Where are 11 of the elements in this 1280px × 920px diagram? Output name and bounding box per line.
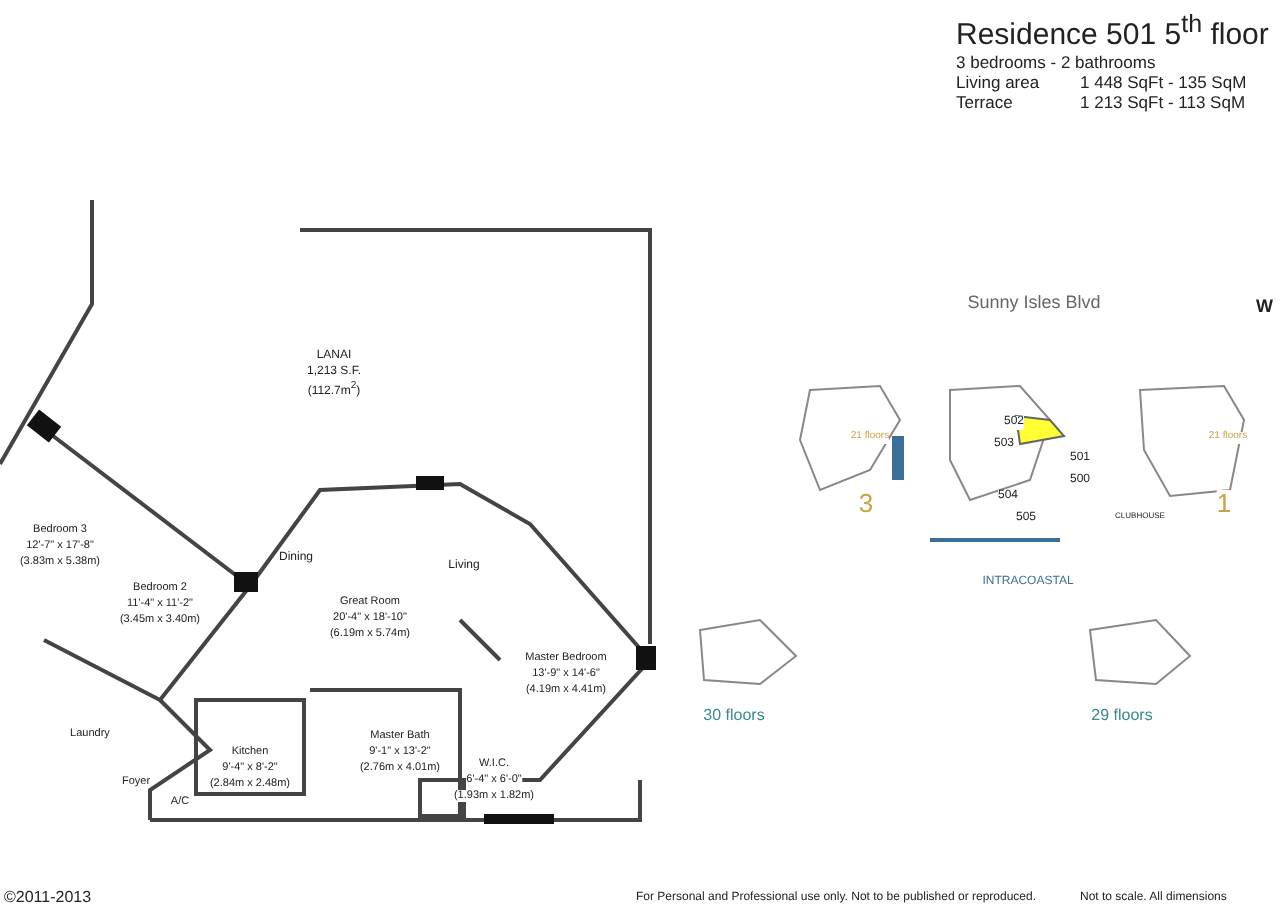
floor-count: 29 floors	[1091, 708, 1153, 726]
area-label: Living area	[956, 74, 1040, 93]
floor-count: 30 floors	[703, 708, 765, 726]
street-name: Sunny Isles Blvd	[967, 294, 1101, 314]
area-value: 1 448 SqFt - 135 SqM	[1080, 74, 1247, 93]
area-label: Terrace	[956, 94, 1013, 113]
compass-letter: W	[1256, 298, 1273, 318]
building-number: 3	[858, 490, 874, 519]
area-value: 1 213 SqFt - 113 SqM	[1080, 94, 1246, 113]
copyright-notice: ©2011-2013	[4, 890, 92, 908]
unit-summary: 3 bedrooms - 2 bathrooms	[956, 54, 1156, 73]
